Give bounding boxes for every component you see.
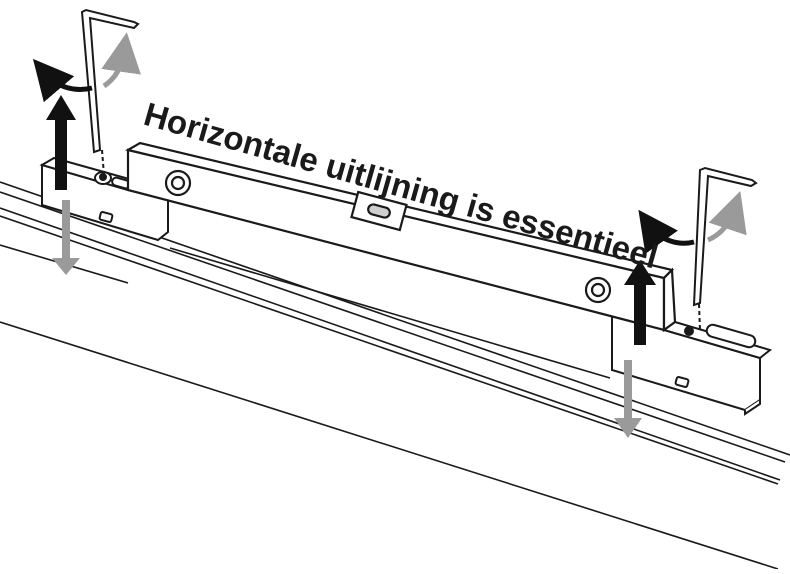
allen-key-icon xyxy=(80,8,140,176)
rotate-arrow-icon xyxy=(638,191,747,254)
allen-key-icon xyxy=(692,166,758,331)
rotate-arrow-icon xyxy=(32,32,141,103)
up-down-arrow-icon xyxy=(614,260,656,438)
up-down-arrow-icon xyxy=(46,95,80,275)
spirit-level-icon xyxy=(125,141,677,333)
right-bracket xyxy=(611,303,773,416)
frame-rail xyxy=(0,181,790,570)
left-bracket xyxy=(39,156,169,242)
